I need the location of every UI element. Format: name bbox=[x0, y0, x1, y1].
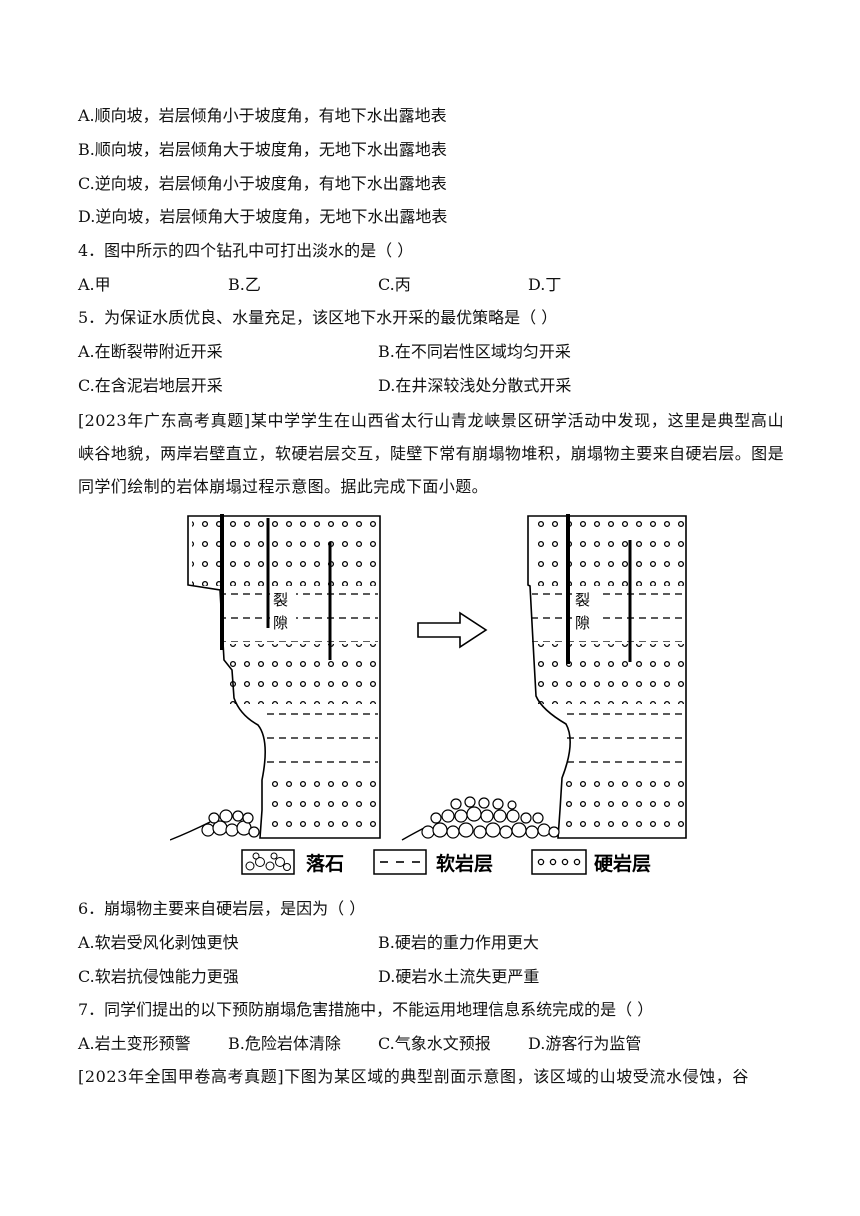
before-panel: 裂 隙 bbox=[170, 514, 381, 841]
q5-option-b: B.在不同岩性区域均匀开采 bbox=[378, 342, 571, 361]
q6-stem: 6．崩塌物主要来自硬岩层，是因为（ ） bbox=[78, 899, 366, 918]
crack-label-top-right: 裂 bbox=[575, 591, 590, 609]
intro-jia: [2023年全国甲卷高考真题]下图为某区域的典型剖面示意图，该区域的山坡受流水侵… bbox=[78, 1067, 750, 1086]
rockfall-pile-right bbox=[421, 796, 560, 839]
crack-label-bottom-left: 隙 bbox=[273, 614, 288, 632]
q3-option-d: D.逆向坡，岩层倾角大于坡度角，无地下水出露地表 bbox=[78, 207, 448, 226]
rockfall-process-figure: 裂 隙 裂 隙 bbox=[170, 514, 687, 875]
crack-label-bottom-right: 隙 bbox=[575, 614, 590, 632]
after-panel: 裂 隙 bbox=[401, 514, 687, 841]
q5-option-d: D.在井深较浅处分散式开采 bbox=[378, 376, 572, 395]
intro-guangdong: [2023年广东高考真题]某中学学生在山西省太行山青龙峡景区研学活动中发现，这里… bbox=[78, 411, 784, 496]
q6-option-c: C.软岩抗侵蚀能力更强 bbox=[78, 967, 239, 986]
legend-soft-label: 软岩层 bbox=[436, 852, 493, 875]
legend-hard-label: 硬岩层 bbox=[594, 852, 651, 875]
crack-label-top-left: 裂 bbox=[273, 591, 288, 609]
q4-stem: 4．图中所示的四个钻孔中可打出淡水的是（ ） bbox=[78, 241, 414, 260]
legend: 落石 软岩层 硬岩层 bbox=[241, 849, 651, 875]
q6-option-d: D.硬岩水土流失更严重 bbox=[378, 967, 540, 986]
process-arrow bbox=[417, 611, 488, 649]
q6-option-a: A.软岩受风化剥蚀更快 bbox=[78, 933, 239, 952]
q3-option-b: B.顺向坡，岩层倾角大于坡度角，无地下水出露地表 bbox=[78, 140, 447, 159]
q7-option-b: B.危险岩体清除 bbox=[228, 1034, 341, 1053]
q5-stem: 5．为保证水质优良、水量充足，该区地下水开采的最优策略是（ ） bbox=[78, 308, 558, 327]
q4-option-b: B.乙 bbox=[228, 275, 261, 294]
q4-option-d: D.丁 bbox=[528, 275, 562, 294]
q6-option-b: B.硬岩的重力作用更大 bbox=[378, 933, 539, 952]
q5-option-c: C.在含泥岩地层开采 bbox=[78, 376, 223, 395]
legend-rockfall-label: 落石 bbox=[306, 852, 344, 875]
q3-option-c: C.逆向坡，岩层倾角小于坡度角，有地下水出露地表 bbox=[78, 174, 447, 193]
rockfall-pile-left bbox=[201, 809, 260, 838]
q7-option-a: A.岩土变形预警 bbox=[78, 1034, 191, 1053]
q3-option-a: A.顺向坡，岩层倾角小于坡度角，有地下水出露地表 bbox=[78, 106, 447, 125]
q7-option-d: D.游客行为监管 bbox=[528, 1034, 642, 1053]
q5-option-a: A.在断裂带附近开采 bbox=[78, 342, 223, 361]
q4-option-c: C.丙 bbox=[378, 275, 411, 294]
q7-option-c: C.气象水文预报 bbox=[378, 1034, 491, 1053]
q4-option-a: A.甲 bbox=[78, 275, 111, 294]
q7-stem: 7．同学们提出的以下预防崩塌危害措施中，不能运用地理信息系统完成的是（ ） bbox=[78, 1000, 654, 1019]
